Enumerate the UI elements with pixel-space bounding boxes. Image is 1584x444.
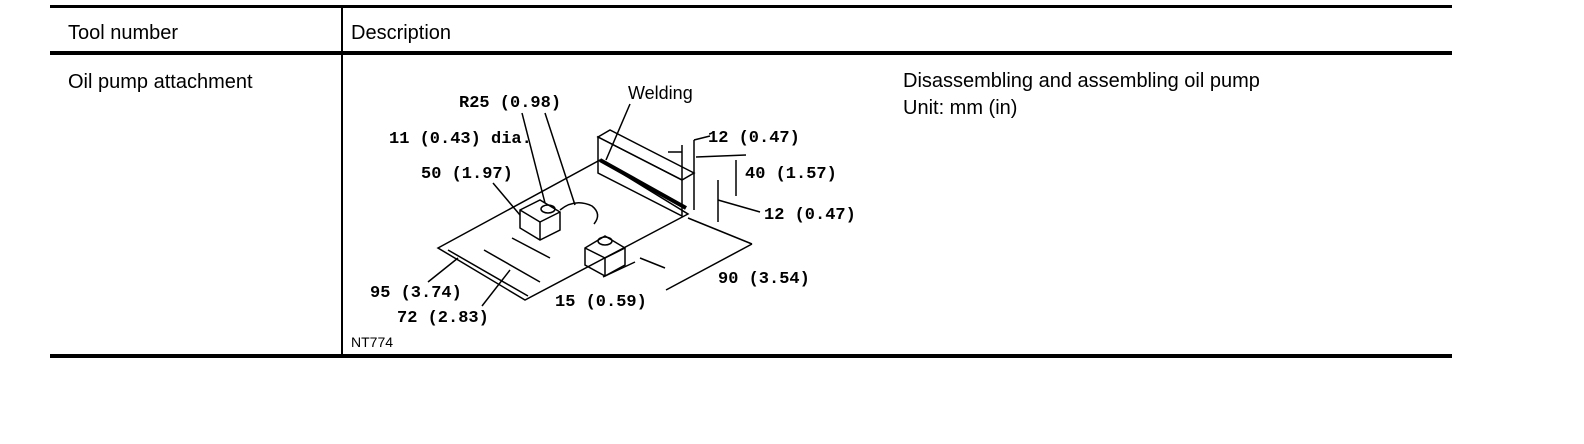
table-header-rule — [50, 51, 1452, 55]
label-50: 50 (1.97) — [421, 165, 513, 184]
label-40: 40 (1.57) — [745, 165, 837, 184]
label-72: 72 (2.83) — [397, 309, 489, 328]
table-bottom-rule — [50, 354, 1452, 358]
upright-top — [596, 129, 696, 181]
r25-arc — [559, 202, 599, 225]
tool-name: Oil pump attachment — [68, 71, 253, 93]
table-top-rule — [50, 5, 1452, 8]
base-plate — [436, 159, 690, 301]
description-unit: Unit: mm (in) — [903, 97, 1018, 119]
label-15: 15 (0.59) — [555, 293, 647, 312]
label-12-top: 12 (0.47) — [708, 129, 800, 148]
bolt-hole-left — [540, 204, 556, 214]
label-12-plate: 12 (0.47) — [764, 206, 856, 225]
header-description: Description — [351, 22, 452, 44]
right-block — [584, 235, 626, 277]
label-90: 90 (3.54) — [718, 270, 810, 289]
left-block — [519, 199, 561, 241]
label-welding: Welding — [628, 83, 693, 103]
column-divider — [341, 8, 343, 354]
bolt-hole-right — [597, 236, 613, 246]
label-95: 95 (3.74) — [370, 284, 462, 303]
figure-id: NT774 — [351, 334, 394, 350]
description-purpose: Disassembling and assembling oil pump — [903, 70, 1260, 92]
label-r25: R25 (0.98) — [459, 94, 561, 113]
header-tool-number: Tool number — [68, 22, 179, 44]
label-dia: 11 (0.43) dia. — [389, 130, 532, 149]
